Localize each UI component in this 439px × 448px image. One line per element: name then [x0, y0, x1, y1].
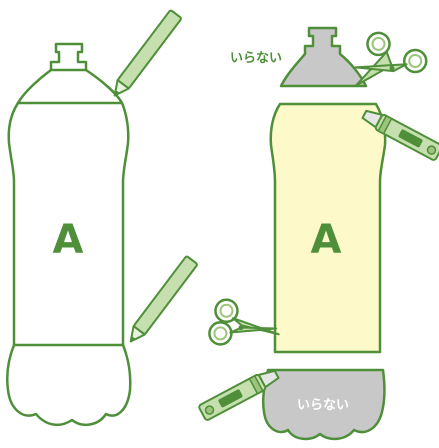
right-bottle-letter: A	[311, 217, 342, 263]
left-bottle-shoulder	[18, 70, 122, 103]
left-bottle-cap	[51, 44, 86, 70]
right-bottle-cap-label: いらない	[230, 51, 282, 66]
right-bottle-bottom-label: いらない	[297, 398, 349, 413]
pencil-icon	[125, 256, 198, 346]
left-bottle-letter: A	[53, 217, 84, 263]
right-bottle-cap-piece	[281, 28, 366, 86]
scissors-icon	[207, 295, 280, 345]
pencil-icon	[109, 10, 182, 100]
left-bottle-bottom	[7, 345, 130, 425]
